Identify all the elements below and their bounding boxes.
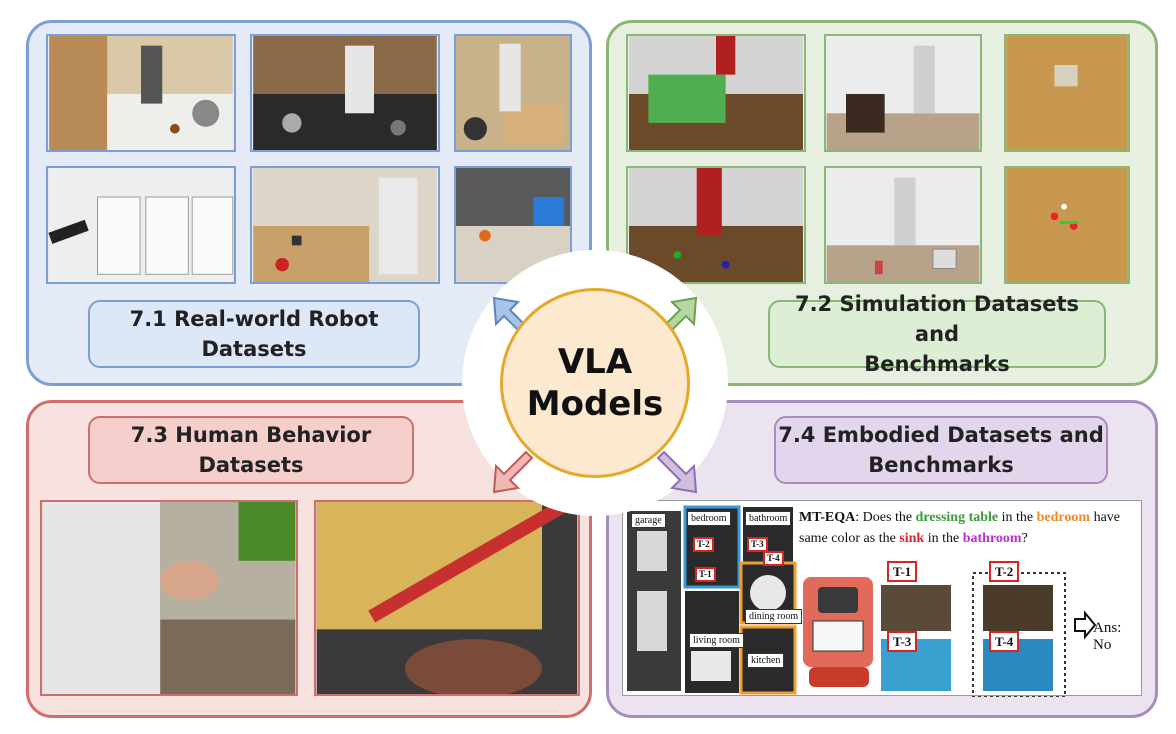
human-photo-level [314,500,580,696]
eqa-prefix: MT-EQA [799,510,856,525]
eqa-tag-t1: T-1 [887,561,918,582]
eqa-room-2: bathroom [962,531,1022,546]
mt-eqa-figure: garage bedroom bathroom dining room livi… [622,500,1142,697]
sim-photo-objects [824,166,982,284]
eqa-object-2: sink [899,531,925,546]
eqa-tag-t2: T-2 [989,561,1020,582]
sim-photo-markers [1004,166,1130,284]
map-tag: T-2 [693,537,714,552]
robot-photo-kitchen [46,34,236,152]
eqa-object-1: dressing table [915,510,999,525]
eqa-tag-t4: T-4 [989,631,1020,652]
eqa-text: ? [1021,531,1028,546]
mt-eqa-question: MT-EQA: Does the dressing table in the b… [799,507,1139,549]
robot-photo-stove [250,34,440,152]
human-behavior-datasets-label: 7.3 Human Behavior Datasets [88,416,414,484]
eqa-room-1: bedroom [1036,510,1091,525]
vla-models-circle: VLA Models [500,288,690,478]
sim-photo-cabinet [824,34,982,152]
robot-photo-drawer [454,34,572,152]
room-label-living: living room [689,633,744,648]
eqa-answer: Ans: No [1093,620,1122,653]
robot-photo-trash [46,166,236,284]
robot-photo-blocks [250,166,440,284]
sim-photo-drawer [626,34,806,152]
map-tag: T-3 [747,537,768,552]
map-tag: T-4 [763,551,784,566]
embodied-datasets-label: 7.4 Embodied Datasets and Benchmarks [774,416,1108,484]
real-world-robot-datasets-label: 7.1 Real-world Robot Datasets [88,300,420,368]
simulation-datasets-label: 7.2 Simulation Datasets and Benchmarks [768,292,1106,376]
eqa-text: have same color as the [799,510,1120,546]
eqa-text: in the [924,531,963,546]
room-label-garage: garage [631,513,666,528]
sim-photo-arm [626,166,806,284]
eqa-tag-t3: T-3 [887,631,918,652]
room-label-bedroom: bedroom [687,511,731,526]
room-label-dining: dining room [745,609,803,624]
eqa-text: in the [998,510,1037,525]
arrow-from-human [492,450,534,494]
room-label-kitchen: kitchen [747,653,785,668]
map-tag: T-1 [695,567,716,582]
arrow-from-embodied [656,450,698,494]
human-photo-window [40,500,298,696]
eqa-text: : Does the [855,510,916,525]
room-label-bathroom: bathroom [745,511,792,526]
sim-photo-cube [1004,34,1130,152]
